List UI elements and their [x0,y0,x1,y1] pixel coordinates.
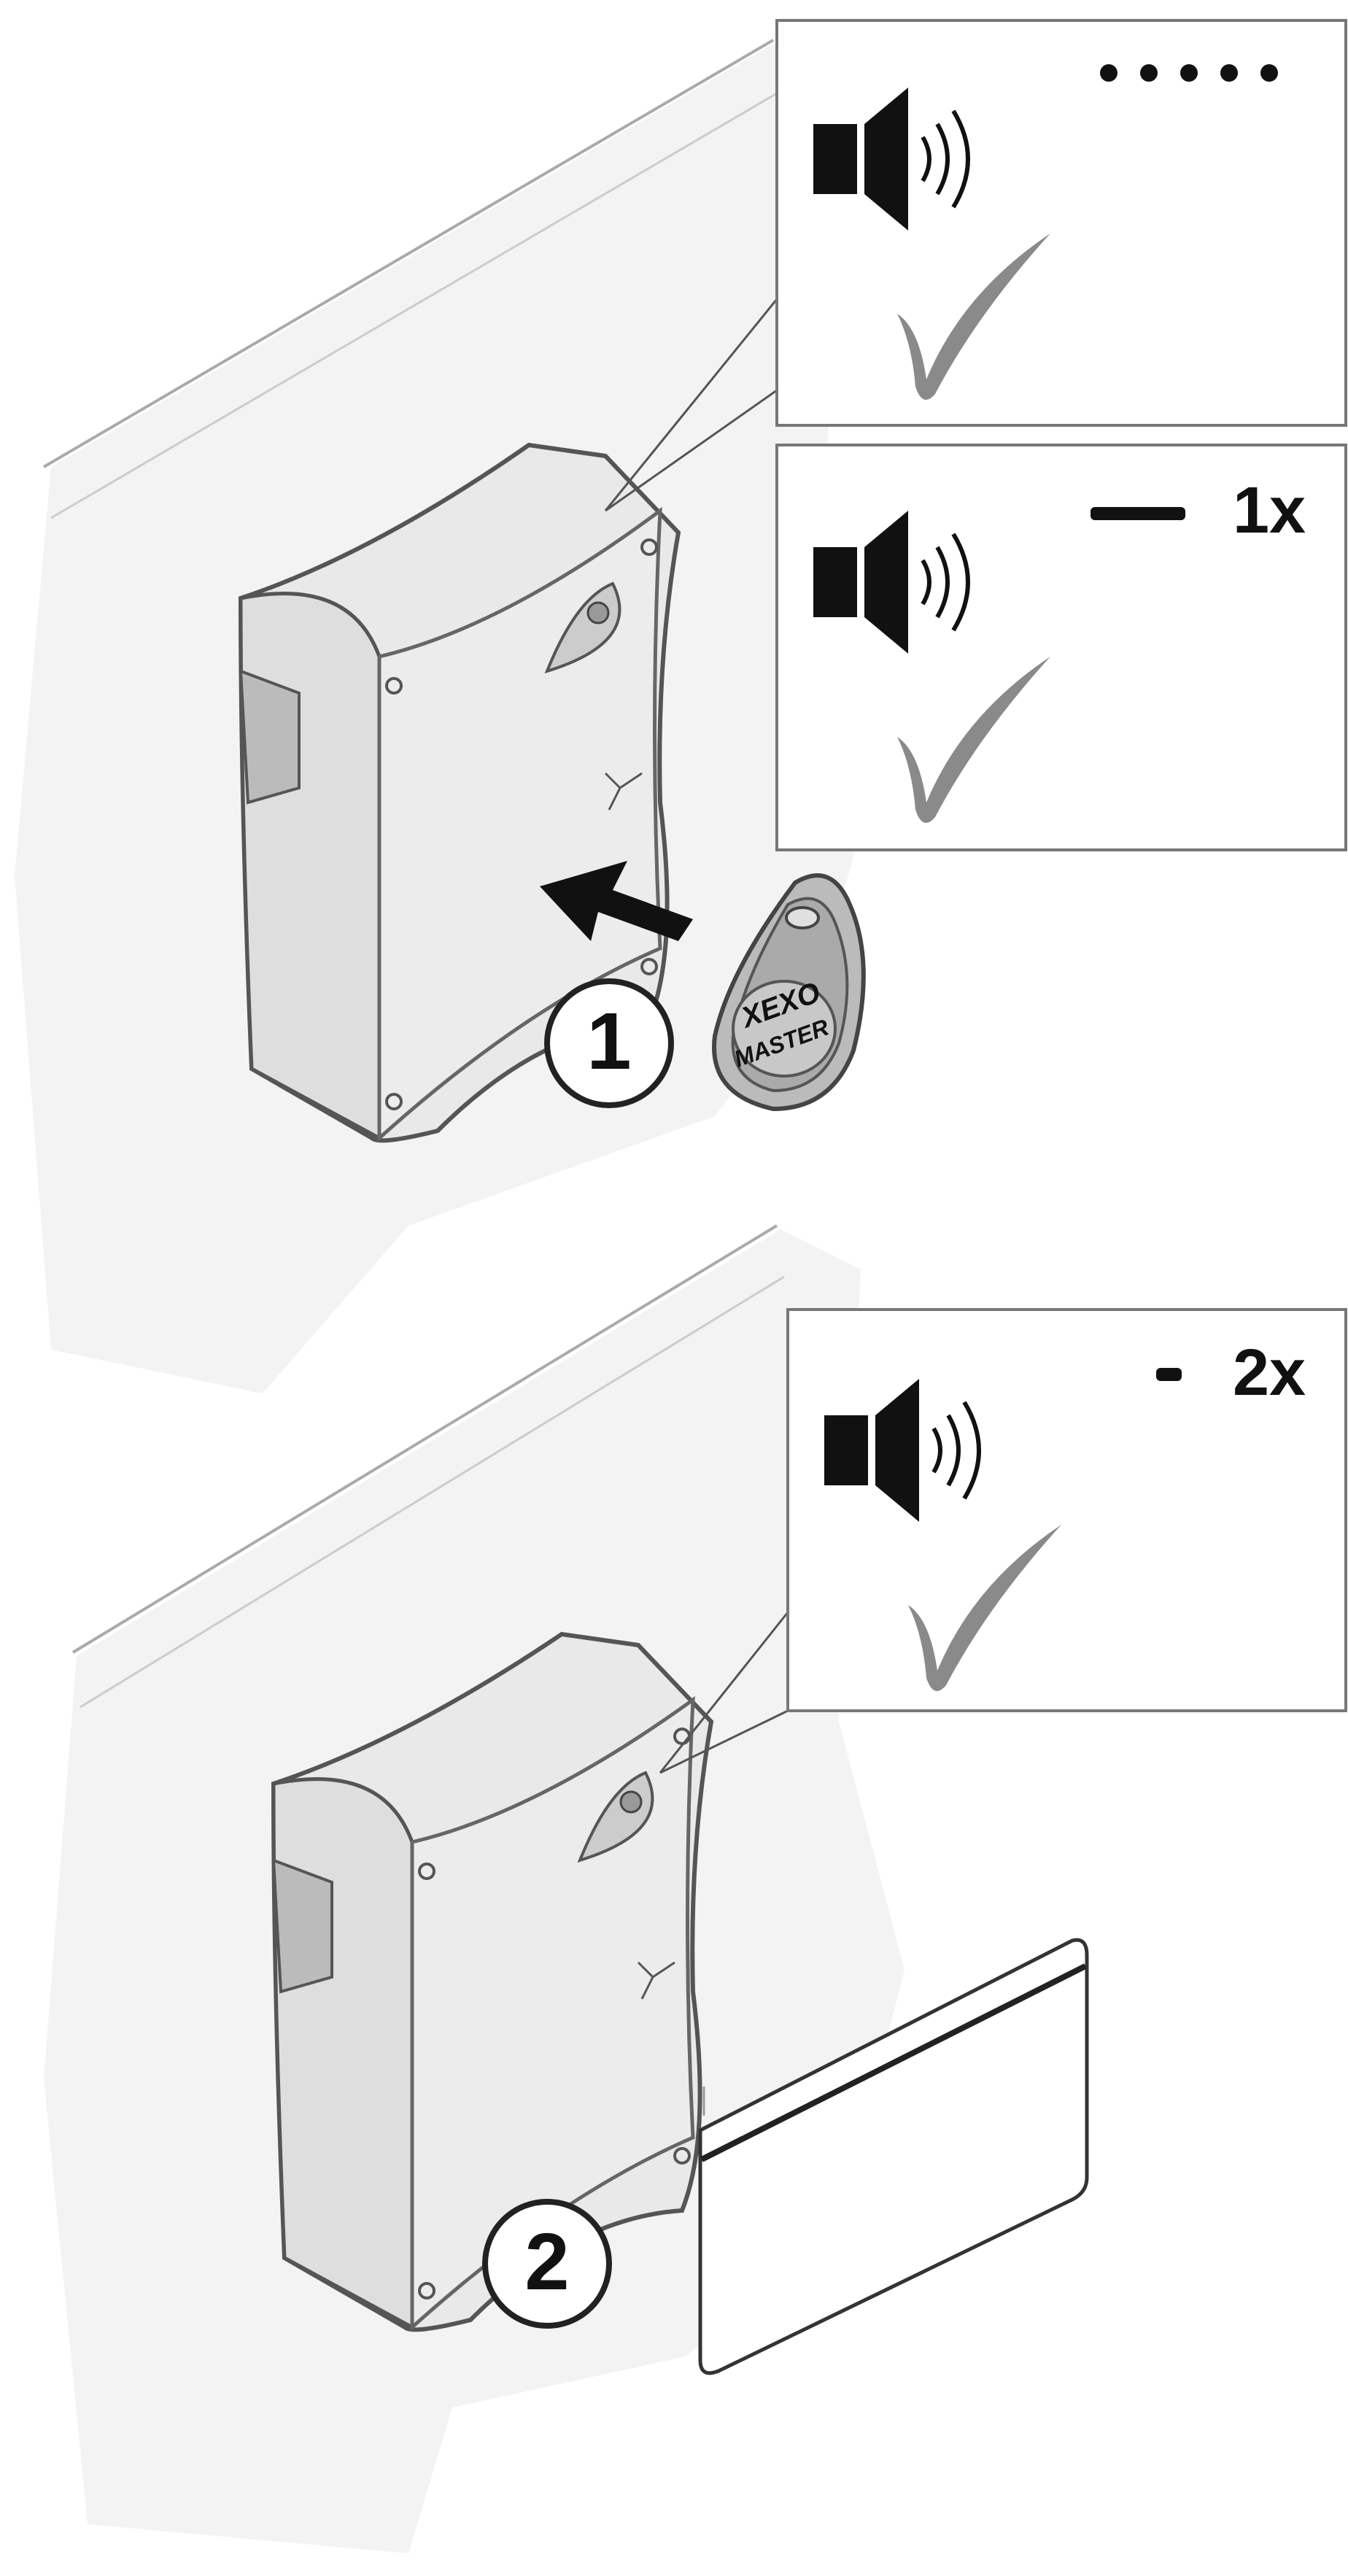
wall-edge-1 [42,39,775,468]
long-beep-repeat: 1x [1233,474,1306,547]
blank-card [698,1938,1089,2375]
panel-2: 2 2x [44,1224,1347,2553]
lock-device-2 [271,1631,714,2332]
step-2-badge: 2 [482,2199,612,2329]
short-beep-dash [1156,1368,1182,1381]
short-beep-repeat: 2x [1233,1337,1306,1409]
callout-beep-2x: 2x [786,1308,1347,1712]
step-2-number: 2 [524,2217,569,2307]
callout-long-beep: 1x [775,444,1347,851]
key-fob-master: XEXO MASTER [712,873,866,1112]
callout-beeps-5 [775,19,1347,427]
lock-device-1 [238,442,681,1143]
insert-arrow-1 [540,861,693,941]
panel-1: XEXO MASTER 1 1 [15,19,1347,1393]
beep-dots [1100,64,1278,82]
step-1-number: 1 [586,997,631,1086]
wall-edge-2 [71,1224,778,1654]
step-1-badge: 1 [544,978,674,1108]
long-beep-dash [1091,507,1185,520]
